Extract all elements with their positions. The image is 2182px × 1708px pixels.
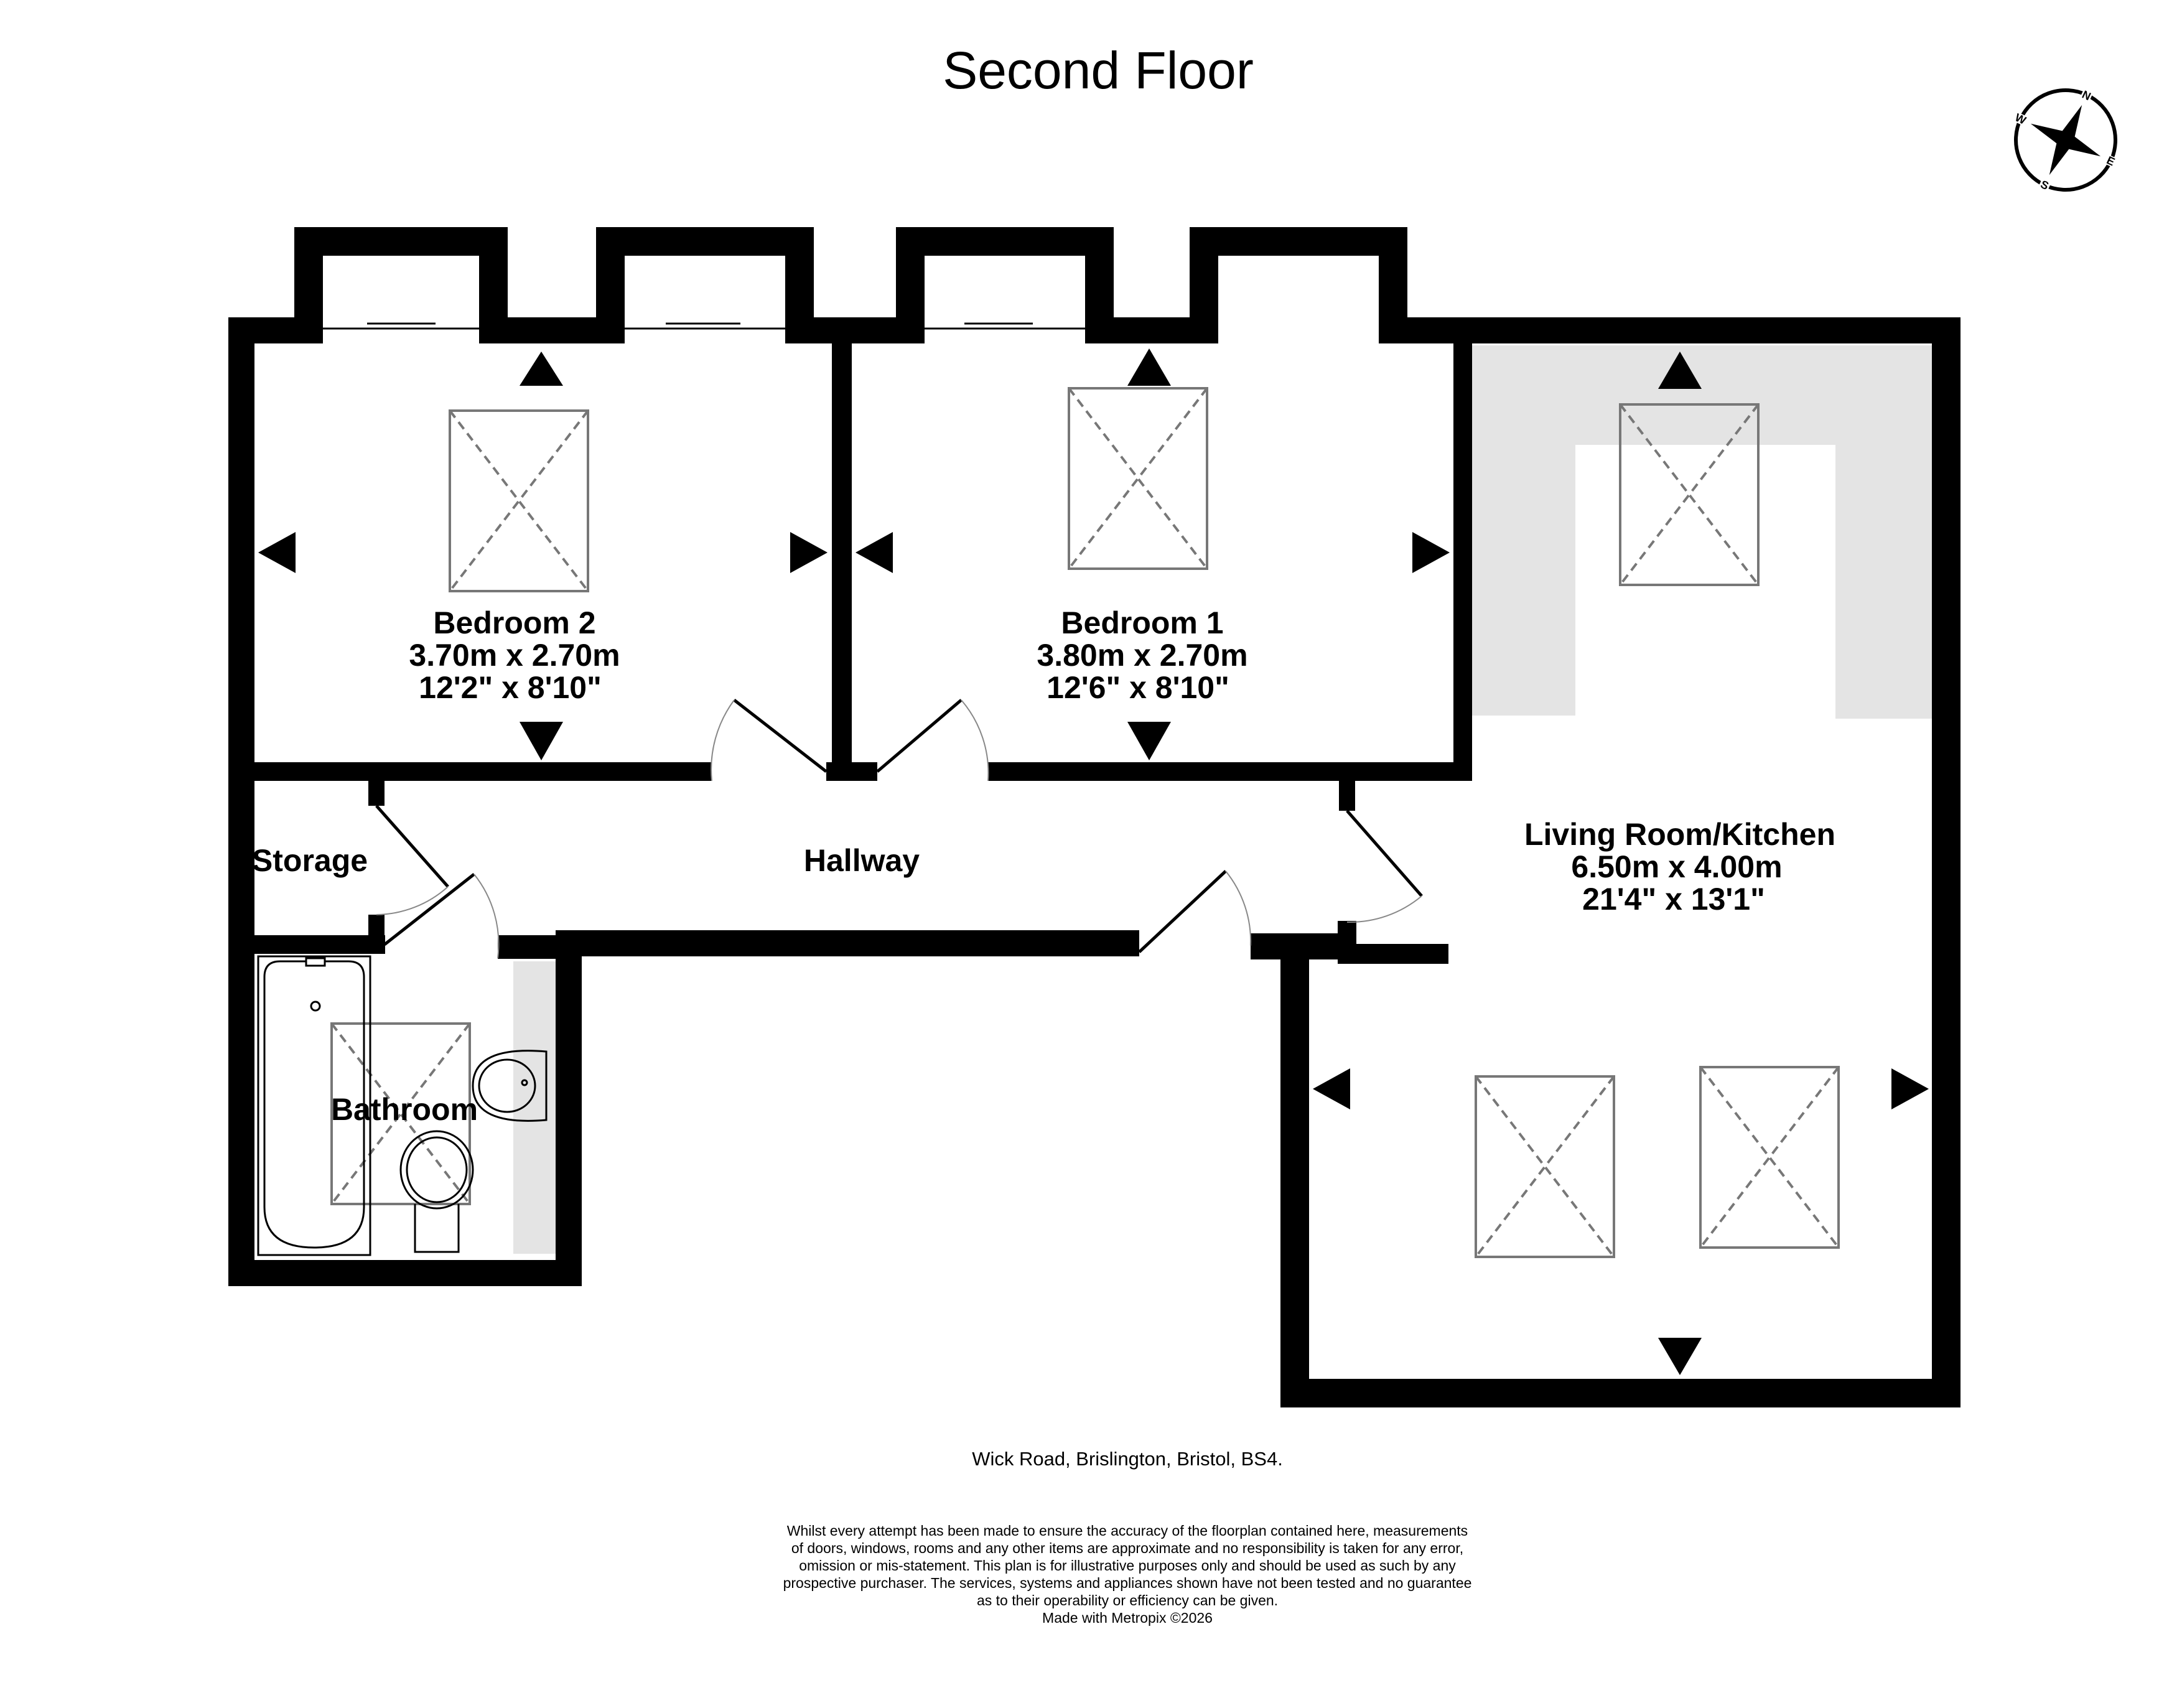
compass-rose-icon: N E S W — [2012, 86, 2120, 194]
arrow-up-icon — [520, 352, 563, 386]
arrow-right-icon — [1891, 1068, 1929, 1109]
restricted-height-area — [1470, 345, 1932, 719]
arrow-up-icon — [1127, 348, 1171, 386]
skylight-bathroom — [330, 1022, 471, 1205]
label-living: Living Room/Kitchen 6.50m x 4.00m 21'4" … — [1524, 817, 1835, 917]
compass-letter-w: W — [2013, 111, 2028, 127]
toilet-icon — [399, 1130, 474, 1253]
label-bedroom1: Bedroom 1 3.80m x 2.70m 12'6" x 8'10" — [1037, 605, 1247, 705]
address: Wick Road, Brislington, Bristol, BS4. — [972, 1448, 1283, 1470]
room-size-imperial: 12'2" x 8'10" — [419, 670, 602, 705]
bathroom-fixtures — [257, 955, 548, 1256]
disclaimer-line: of doors, windows, rooms and any other i… — [791, 1540, 1463, 1556]
room-name: Bedroom 1 — [1061, 605, 1223, 640]
arrow-left-icon — [1313, 1068, 1350, 1109]
disclaimer-line: as to their operability or efficiency ca… — [977, 1592, 1278, 1608]
skylights — [330, 387, 1840, 1258]
label-hallway: Hallway — [804, 843, 920, 878]
door-bedroom1 — [876, 699, 989, 782]
room-arrows — [258, 348, 1929, 1375]
skylight-bedroom2 — [449, 409, 589, 592]
windows — [323, 322, 1085, 330]
skylight-bedroom1 — [1068, 387, 1208, 570]
sink-icon — [472, 1050, 548, 1122]
room-name: Bedroom 2 — [433, 605, 595, 640]
doors — [375, 699, 1423, 959]
door-bedroom2 — [711, 699, 828, 782]
room-size-metric: 6.50m x 4.00m — [1571, 849, 1782, 884]
label-storage: Storage — [252, 843, 368, 878]
door-living — [1346, 810, 1423, 923]
skylight-living-left — [1475, 1075, 1615, 1258]
arrow-left-icon — [258, 532, 296, 573]
room-size-imperial: 12'6" x 8'10" — [1047, 670, 1229, 705]
floor-title: Second Floor — [943, 41, 1254, 100]
door-bathroom — [383, 873, 500, 959]
walls — [228, 227, 1961, 1407]
label-bedroom2: Bedroom 2 3.70m x 2.70m 12'2" x 8'10" — [409, 605, 620, 705]
disclaimer-line: Whilst every attempt has been made to en… — [787, 1523, 1468, 1539]
door-hallway-cupboard — [1138, 870, 1252, 953]
skylight-living-top — [1619, 403, 1760, 586]
arrow-down-icon — [520, 722, 563, 760]
label-bathroom: Bathroom — [331, 1092, 478, 1127]
disclaimer-line: prospective purchaser. The services, sys… — [783, 1575, 1472, 1591]
room-size-metric: 3.80m x 2.70m — [1037, 638, 1247, 673]
arrow-down-icon — [1658, 1338, 1702, 1375]
room-name: Living Room/Kitchen — [1524, 817, 1835, 852]
arrow-right-icon — [1412, 532, 1450, 573]
disclaimer-line: Made with Metropix ©2026 — [1042, 1610, 1213, 1626]
disclaimer: Whilst every attempt has been made to en… — [783, 1523, 1472, 1626]
room-size-metric: 3.70m x 2.70m — [409, 638, 620, 673]
door-storage — [375, 805, 449, 915]
bathroom-restricted-area — [513, 961, 556, 1254]
room-size-imperial: 21'4" x 13'1" — [1582, 882, 1765, 917]
arrow-up-icon — [1658, 352, 1702, 389]
bathtub-icon — [257, 955, 371, 1256]
arrow-left-icon — [856, 532, 893, 573]
skylight-living-right — [1699, 1066, 1840, 1249]
arrow-right-icon — [790, 532, 828, 573]
disclaimer-line: omission or mis-statement. This plan is … — [799, 1557, 1456, 1574]
arrow-down-icon — [1127, 722, 1171, 760]
